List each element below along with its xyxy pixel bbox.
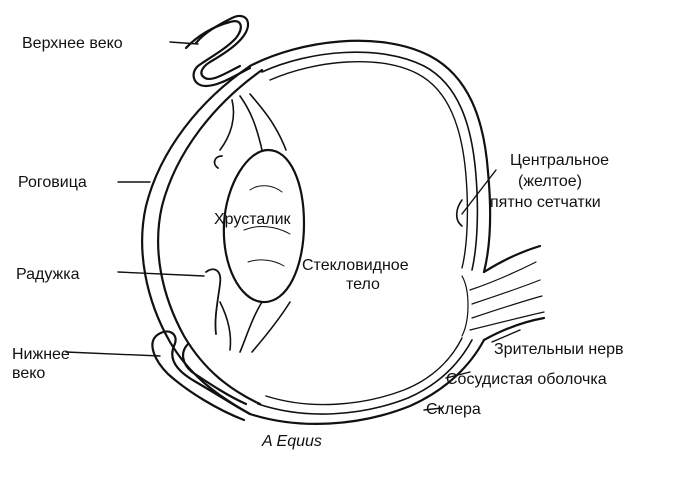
cornea-inner xyxy=(158,70,262,404)
optic-nerve-label: Зрительныи нерв xyxy=(494,341,624,358)
lens-label: Хрусталик xyxy=(214,211,292,228)
upper-eyelid-leader xyxy=(170,42,198,44)
figure-caption: A Equus xyxy=(261,433,322,450)
macula-label-line2: (желтое) xyxy=(518,173,582,190)
upper-eyelid-label: Верхнее веко xyxy=(22,35,123,52)
iris-shape xyxy=(206,269,220,334)
lower-eyelid-shape xyxy=(152,331,250,420)
lower-eyelid-label-line2: веко xyxy=(12,365,45,382)
lower-eyelid-label-line1: Нижнее xyxy=(12,346,70,363)
vitreous-label-line2: тело xyxy=(346,276,380,293)
macula-label-line1: Центральное xyxy=(510,152,609,169)
sclera-label: Склера xyxy=(426,401,481,418)
retina-shape xyxy=(270,62,467,268)
macula-label-line3: пятно сетчатки xyxy=(490,194,601,211)
choroid-label: Сосудистая оболочка xyxy=(446,371,607,388)
sclera-shape xyxy=(250,41,490,272)
cornea-label: Роговица xyxy=(18,174,87,191)
vitreous-label-line1: Стекловидное xyxy=(302,257,409,274)
optic-nerve-shape xyxy=(484,246,540,272)
choroid-shape xyxy=(262,52,477,270)
iris-label: Радужка xyxy=(16,266,80,283)
macula-dip xyxy=(457,200,462,226)
lower-eyelid-leader xyxy=(66,352,160,356)
